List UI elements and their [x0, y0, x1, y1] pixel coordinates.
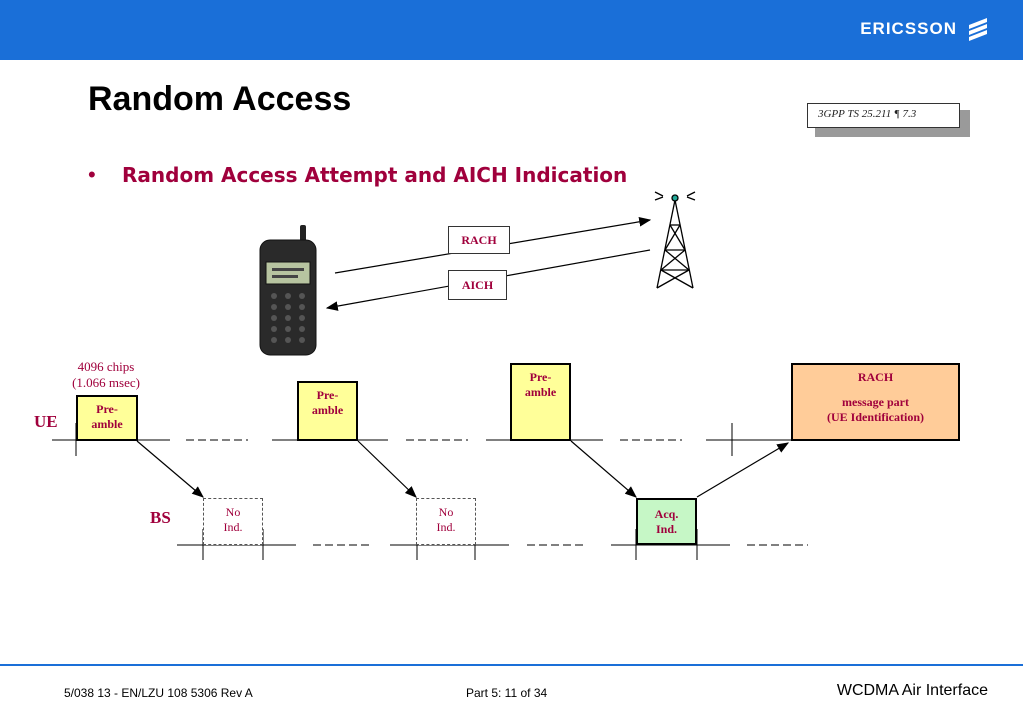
chip-count: 4096 chips: [77, 359, 135, 374]
brand-name: ERICSSON: [860, 19, 957, 38]
acq-ind-line-1: Acq.: [654, 506, 679, 521]
preamble-2-arrow: [357, 440, 417, 498]
no-ind-box-1: No Ind.: [203, 498, 263, 545]
bullet-text: Random Access Attempt and AICH Indicatio…: [122, 163, 628, 187]
bs-timeline: [177, 529, 808, 560]
antenna-tower-icon: [654, 191, 696, 289]
aich-label: AICH: [448, 270, 507, 300]
bs-label: BS: [150, 508, 171, 527]
preamble-3-line-1: Pre-: [529, 370, 552, 384]
no-ind-box-2: No Ind.: [416, 498, 476, 545]
footer-page: Part 5: 11 of 34: [466, 686, 548, 700]
preamble-1-arrow: [136, 440, 204, 498]
preamble-1-line-2: amble: [91, 417, 123, 431]
preamble-box-3: Pre- amble: [510, 363, 571, 441]
footer-doc-id: 5/038 13 - EN/LZU 108 5306 Rev A: [64, 686, 253, 700]
no-ind-1-line-1: No: [225, 505, 241, 519]
ericsson-logo-icon: [969, 18, 987, 41]
company-logo: ERICSSON: [860, 16, 989, 42]
rach-ue-identification: (UE Identification): [827, 410, 924, 424]
rach-message-box: RACH message part (UE Identification): [791, 363, 960, 441]
footer-course: WCDMA Air Interface: [836, 682, 988, 699]
rach-message-part: message part: [842, 395, 909, 409]
chip-length-annotation: 4096 chips (1.066 msec): [60, 359, 152, 391]
reference-box: 3GPP TS 25.211 ¶ 7.3: [807, 103, 960, 128]
rach-title: RACH: [857, 370, 894, 384]
preamble-2-line-1: Pre-: [316, 388, 339, 402]
bullet-icon: •: [88, 162, 96, 187]
mobile-phone-icon: [259, 225, 317, 356]
preamble-box-1: Pre- amble: [76, 395, 138, 441]
preamble-box-2: Pre- amble: [297, 381, 358, 441]
chip-duration: (1.066 msec): [72, 375, 140, 390]
preamble-3-arrow: [570, 440, 637, 498]
acq-ind-box: Acq. Ind.: [636, 498, 697, 545]
no-ind-1-line-2: Ind.: [223, 520, 243, 534]
preamble-1-line-1: Pre-: [96, 402, 118, 416]
acq-ind-line-2: Ind.: [655, 521, 678, 536]
page-title: Random Access: [88, 80, 352, 118]
acq-to-rach-arrow: [696, 442, 790, 498]
ue-label: UE: [34, 412, 58, 431]
header-bar: ERICSSON: [0, 0, 1023, 60]
footer-divider: [0, 664, 1023, 666]
preamble-2-line-2: amble: [311, 403, 344, 417]
no-ind-2-line-1: No: [438, 505, 454, 519]
rach-label: RACH: [448, 226, 510, 254]
preamble-3-line-2: amble: [524, 385, 557, 399]
no-ind-2-line-2: Ind.: [436, 520, 456, 534]
